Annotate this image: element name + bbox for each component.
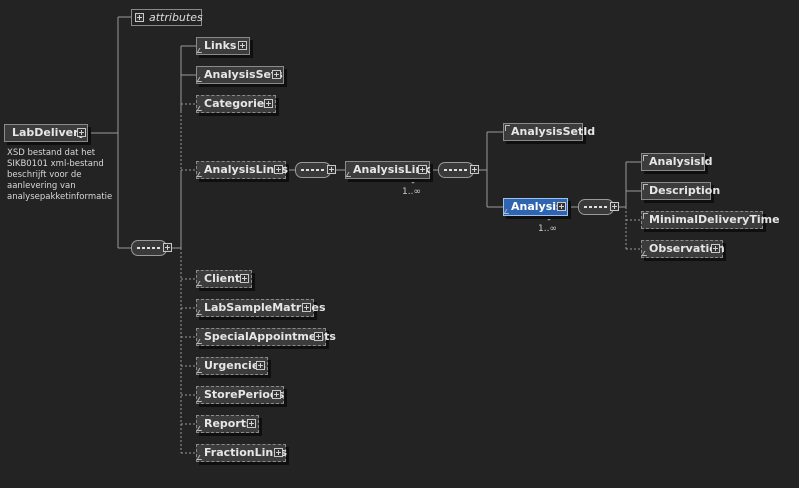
expand-plus-icon[interactable] bbox=[274, 165, 283, 174]
expand-plus-icon[interactable] bbox=[470, 165, 479, 174]
element-label: MinimalDeliveryTime bbox=[649, 213, 780, 226]
expand-plus-icon[interactable] bbox=[256, 361, 265, 370]
element-label: Observation bbox=[649, 242, 725, 255]
element-label: SpecialAppointments bbox=[204, 330, 336, 343]
element-links[interactable]: Links bbox=[196, 37, 250, 55]
expand-plus-icon[interactable] bbox=[240, 274, 249, 283]
element-clients[interactable]: Clients bbox=[196, 270, 252, 288]
expand-plus-icon[interactable] bbox=[302, 303, 311, 312]
expand-plus-icon[interactable] bbox=[264, 99, 273, 108]
expand-plus-icon[interactable] bbox=[77, 128, 86, 137]
expand-plus-icon[interactable] bbox=[314, 332, 323, 341]
element-minimaldeliverytime[interactable]: MinimalDeliveryTime bbox=[641, 211, 780, 229]
element-label: FractionLinks bbox=[204, 446, 288, 459]
element-label: Analysis bbox=[511, 200, 563, 213]
element-storeperiods[interactable]: StorePeriods bbox=[196, 386, 287, 407]
sequence-compositor-icon[interactable] bbox=[295, 162, 331, 178]
element-label: Urgencies bbox=[204, 359, 266, 372]
element-description[interactable]: Description bbox=[641, 182, 720, 200]
attributes-box[interactable]: attributes bbox=[131, 9, 203, 26]
expand-plus-icon[interactable] bbox=[610, 202, 619, 211]
expand-plus-icon[interactable] bbox=[327, 165, 336, 174]
element-specialappointments[interactable]: SpecialAppointments bbox=[196, 328, 336, 349]
cardinality-label: 1..∞ bbox=[402, 187, 421, 197]
attributes-label: attributes bbox=[149, 11, 203, 24]
element-label: Reports bbox=[204, 417, 253, 430]
element-labsamplematrices[interactable]: LabSampleMatrices bbox=[196, 299, 326, 320]
expand-plus-icon[interactable] bbox=[274, 448, 283, 457]
element-label: Categories bbox=[204, 97, 271, 110]
cardinality-label: 1..∞ bbox=[538, 224, 557, 234]
expand-plus-icon[interactable] bbox=[418, 165, 427, 174]
expand-plus-icon[interactable] bbox=[272, 390, 281, 399]
element-analysislinks[interactable]: AnalysisLinks bbox=[196, 161, 289, 179]
element-label: AnalysisId bbox=[649, 155, 713, 168]
element-urgencies[interactable]: Urgencies bbox=[196, 357, 271, 378]
element-fractionlinks[interactable]: FractionLinks bbox=[196, 444, 288, 462]
expand-plus-icon[interactable] bbox=[272, 70, 281, 79]
element-analysis[interactable]: Analysis bbox=[503, 198, 571, 219]
element-label: AnalysisSetId bbox=[511, 125, 596, 138]
element-label: AnalysisLink bbox=[353, 163, 431, 176]
root-documentation: XSD bestand dat het SIKB0101 xml-bestand… bbox=[7, 148, 113, 202]
root-element-label: LabDelivery bbox=[12, 126, 86, 139]
element-label: Description bbox=[649, 184, 721, 197]
element-analysislink[interactable]: AnalysisLink bbox=[345, 161, 433, 182]
sequence-compositor-icon[interactable] bbox=[131, 240, 167, 256]
element-analysissetid[interactable]: AnalysisSetId bbox=[503, 123, 595, 141]
expand-plus-icon[interactable] bbox=[135, 13, 144, 22]
element-observation[interactable]: Observation bbox=[641, 240, 726, 261]
sequence-compositor-icon[interactable] bbox=[578, 199, 614, 215]
element-reports[interactable]: Reports bbox=[196, 415, 259, 433]
element-label: AnalysisSets bbox=[204, 68, 283, 81]
element-categories[interactable]: Categories bbox=[196, 95, 276, 113]
sequence-compositor-icon[interactable] bbox=[438, 162, 474, 178]
expand-plus-icon[interactable] bbox=[247, 419, 256, 428]
expand-plus-icon[interactable] bbox=[238, 41, 247, 50]
leaf-element-icon bbox=[643, 155, 648, 161]
leaf-element-icon bbox=[643, 213, 648, 219]
expand-plus-icon[interactable] bbox=[557, 202, 566, 211]
leaf-element-icon bbox=[643, 184, 648, 190]
root-element-labdelivery[interactable]: LabDelivery bbox=[4, 124, 88, 142]
element-label: Clients bbox=[204, 272, 247, 285]
element-label: AnalysisLinks bbox=[204, 163, 289, 176]
element-analysisid[interactable]: AnalysisId bbox=[641, 153, 713, 171]
expand-plus-icon[interactable] bbox=[163, 243, 172, 252]
element-analysissets[interactable]: AnalysisSets bbox=[196, 66, 284, 84]
element-label: Links bbox=[204, 39, 237, 52]
element-label: StorePeriods bbox=[204, 388, 285, 401]
expand-plus-icon[interactable] bbox=[711, 244, 720, 253]
leaf-element-icon bbox=[505, 125, 510, 131]
element-label: LabSampleMatrices bbox=[204, 301, 326, 314]
